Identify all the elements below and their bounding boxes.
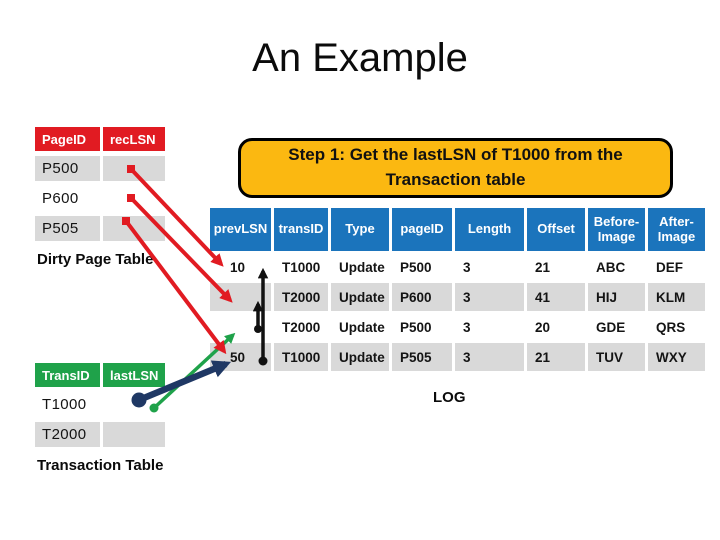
header-cell: Length — [455, 208, 524, 251]
table-cell: Update — [331, 343, 389, 371]
table-cell — [210, 283, 271, 311]
header-cell: TransID — [35, 363, 100, 387]
step-callout: Step 1: Get the lastLSN of T1000 from th… — [238, 138, 673, 198]
log-row: 50 T1000 Update P505 3 21 TUV WXY — [210, 343, 705, 371]
header-cell: lastLSN — [103, 363, 165, 387]
table-cell: WXY — [648, 343, 705, 371]
table-cell: P600 — [392, 283, 452, 311]
table-cell: Update — [331, 283, 389, 311]
table-cell: P500 — [35, 156, 100, 181]
header-cell: pageID — [392, 208, 452, 251]
header-cell: After-Image — [648, 208, 705, 251]
header-cell: Offset — [527, 208, 585, 251]
table-cell: Update — [331, 253, 389, 281]
table-cell — [103, 392, 165, 417]
transaction-table-label: Transaction Table — [37, 457, 164, 474]
table-row: T2000 — [35, 422, 165, 447]
table-cell: T2000 — [274, 283, 328, 311]
transaction-table-header-row: TransID lastLSN — [35, 363, 165, 387]
table-cell: TUV — [588, 343, 645, 371]
table-cell: GDE — [588, 313, 645, 341]
table-cell: T2000 — [274, 313, 328, 341]
table-row: T1000 — [35, 392, 165, 417]
table-cell: P505 — [35, 216, 100, 241]
slide-title: An Example — [252, 36, 468, 80]
log-row: 10 T1000 Update P500 3 21 ABC DEF — [210, 253, 705, 281]
table-cell: DEF — [648, 253, 705, 281]
header-cell: Before-Image — [588, 208, 645, 251]
table-cell: HIJ — [588, 283, 645, 311]
table-cell: ABC — [588, 253, 645, 281]
header-cell: Type — [331, 208, 389, 251]
step-text-line1: Step 1: Get the lastLSN of T1000 from th… — [288, 145, 623, 165]
table-cell: 21 — [527, 253, 585, 281]
table-cell: P500 — [392, 313, 452, 341]
table-row: P500 — [35, 156, 165, 181]
header-cell: PageID — [35, 127, 100, 151]
table-cell: 3 — [455, 343, 524, 371]
table-cell: P505 — [392, 343, 452, 371]
header-cell: recLSN — [103, 127, 165, 151]
table-cell: KLM — [648, 283, 705, 311]
table-cell: 21 — [527, 343, 585, 371]
table-cell: P600 — [35, 186, 100, 211]
step-text-line2: Transaction table — [385, 170, 526, 189]
log-table-label: LOG — [433, 389, 466, 406]
log-row: T2000 Update P500 3 20 GDE QRS — [210, 313, 705, 341]
table-cell: 3 — [455, 313, 524, 341]
table-cell: QRS — [648, 313, 705, 341]
table-cell: 41 — [527, 283, 585, 311]
log-table: prevLSN transID Type pageID Length Offse… — [207, 206, 708, 373]
table-cell: T1000 — [274, 343, 328, 371]
header-cell: prevLSN — [210, 208, 271, 251]
table-cell: T2000 — [35, 422, 100, 447]
table-cell: P500 — [392, 253, 452, 281]
table-row: P505 — [35, 216, 165, 241]
table-cell — [103, 156, 165, 181]
table-cell: Update — [331, 313, 389, 341]
table-cell: 10 — [210, 253, 271, 281]
table-cell — [210, 313, 271, 341]
dirty-page-table-header-row: PageID recLSN — [35, 127, 165, 151]
table-cell — [103, 216, 165, 241]
table-cell — [103, 422, 165, 447]
table-cell: 3 — [455, 283, 524, 311]
log-row: T2000 Update P600 3 41 HIJ KLM — [210, 283, 705, 311]
table-cell: T1000 — [35, 392, 100, 417]
table-row: P600 — [35, 186, 165, 211]
table-cell: 50 — [210, 343, 271, 371]
header-cell: transID — [274, 208, 328, 251]
table-cell — [103, 186, 165, 211]
dirty-page-table-label: Dirty Page Table — [37, 251, 154, 268]
dirty-page-table: PageID recLSN P500 P600 P505 — [32, 122, 168, 246]
table-cell: 3 — [455, 253, 524, 281]
log-header-row: prevLSN transID Type pageID Length Offse… — [210, 208, 705, 251]
table-cell: T1000 — [274, 253, 328, 281]
table-cell: 20 — [527, 313, 585, 341]
transaction-table: TransID lastLSN T1000 T2000 — [32, 358, 168, 452]
